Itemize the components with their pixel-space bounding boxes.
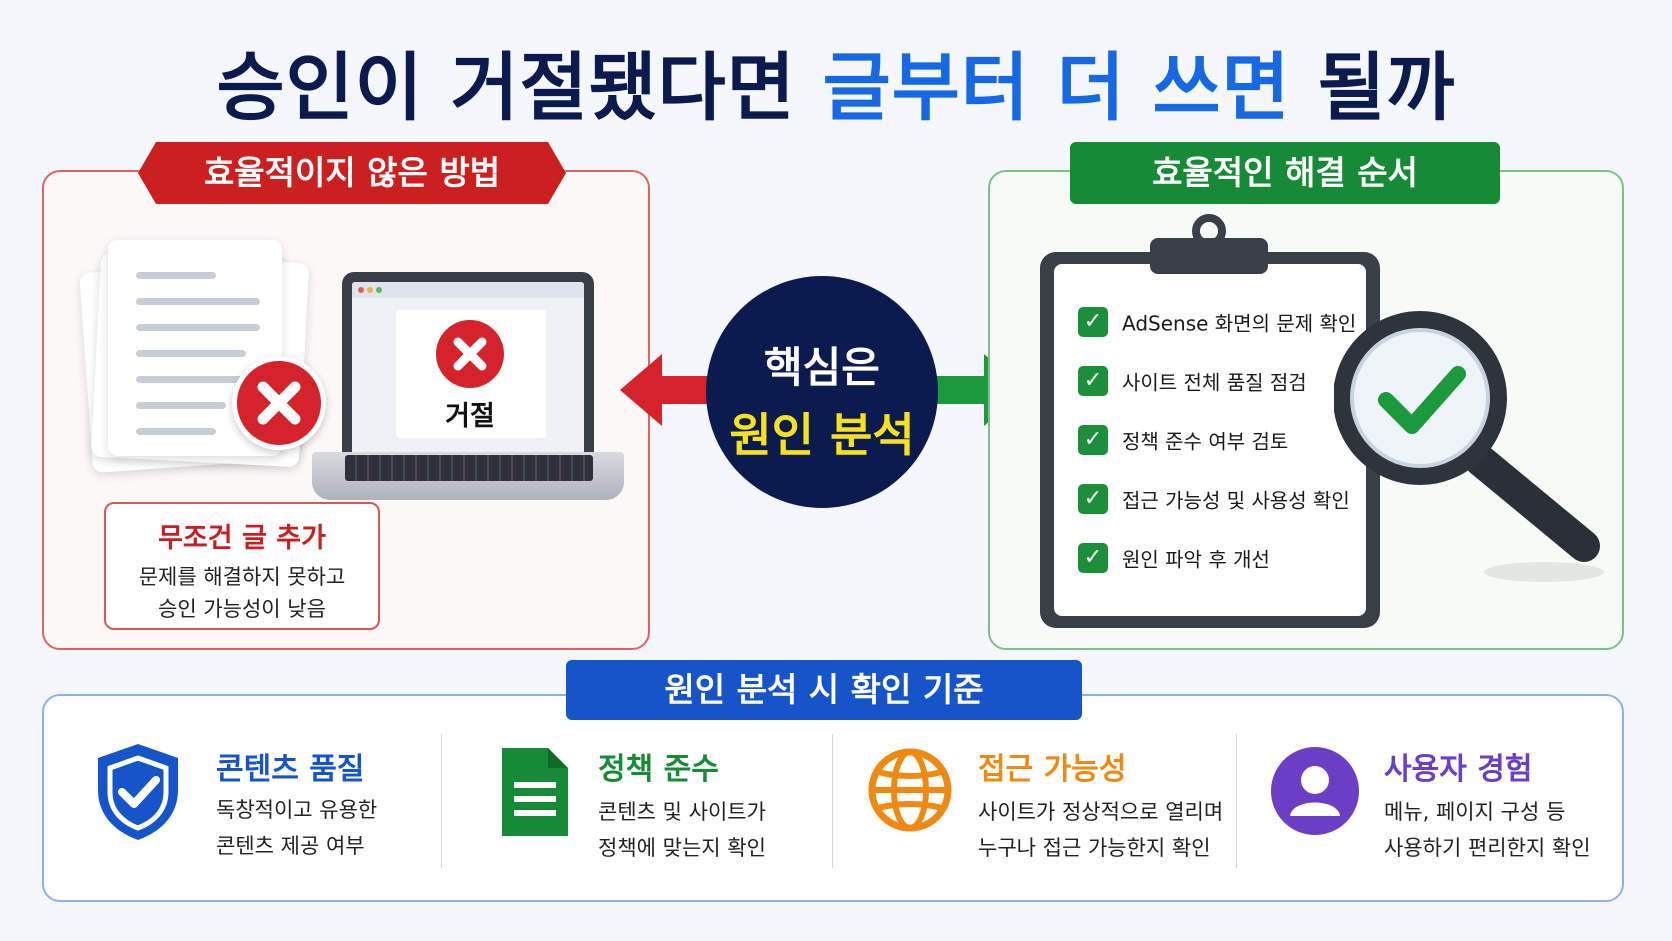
divider [1236,734,1237,868]
user-icon [1271,747,1359,835]
criterion-text: 사이트가 정상적으로 열리며 [978,800,1224,824]
title-part-3: 될까 [1317,45,1456,131]
criteria-banner: 원인 분석 시 확인 기준 [566,660,1082,720]
note-box: 무조건 글 추가 문제를 해결하지 못하고 승인 가능성이 낮음 [104,502,380,630]
title-part-2: 글부터 더 쓰면 [822,45,1291,131]
globe-icon [868,748,952,832]
criterion-title-user-experience: 사용자 경험 [1384,752,1533,787]
divider [441,734,442,868]
checkbox-icon: ✓ [1078,366,1108,396]
document-icon [108,240,282,456]
shield-check-icon [98,744,178,840]
clipboard-clip [1150,238,1268,274]
criterion-text: 콘텐츠 및 사이트가 [598,800,766,824]
page-title: 승인이 거절됐다면 글부터 더 쓰면 될까 [0,28,1672,135]
left-arrow-icon [620,354,720,426]
inefficient-method-banner: 효율적이지 않은 방법 [138,142,566,204]
checklist-item: ✓AdSense 화면의 문제 확인 [1078,307,1356,343]
checklist-item: ✓정책 준수 여부 검토 [1078,425,1288,461]
rejected-icon [436,320,504,388]
note-line-2: 승인 가능성이 낮음 [158,597,326,621]
checkbox-icon: ✓ [1078,484,1108,514]
key-point-circle: 핵심은 원인 분석 [706,276,938,508]
checkbox-icon: ✓ [1078,307,1108,337]
criterion-text: 콘텐츠 제공 여부 [216,834,365,858]
title-part-1: 승인이 거절됐다면 [216,45,796,131]
key-point-line-1: 핵심은 [764,343,880,392]
checklist-item: ✓사이트 전체 품질 점검 [1078,366,1307,402]
note-title: 무조건 글 추가 [158,523,326,554]
magnifier-check-icon [1334,311,1604,582]
checkbox-icon: ✓ [1078,543,1108,573]
efficient-order-banner: 효율적인 해결 순서 [1070,142,1500,204]
divider [832,734,833,868]
criterion-text: 누구나 접근 가능한지 확인 [978,836,1211,860]
checklist-item: ✓원인 파악 후 개선 [1078,543,1270,579]
criterion-title-accessibility: 접근 가능성 [978,752,1127,787]
criterion-title-content-quality: 콘텐츠 품질 [216,752,365,787]
criteria-panel [42,694,1624,902]
criterion-text: 독창적이고 유용한 [216,798,378,822]
document-reject-icon [232,356,326,450]
note-line-1: 문제를 해결하지 못하고 [138,565,346,589]
checkbox-icon: ✓ [1078,425,1108,455]
checklist-item: ✓접근 가능성 및 사용성 확인 [1078,484,1350,520]
criterion-text: 메뉴, 페이지 구성 등 [1384,800,1566,824]
key-point-line-2: 원인 분석 [729,408,915,462]
document-icon [502,748,568,836]
criterion-title-policy: 정책 준수 [598,752,719,787]
criterion-text: 정책에 맞는지 확인 [598,836,766,860]
rejected-label: 거절 [445,401,495,432]
laptop-keyboard [345,455,593,481]
criterion-text: 사용하기 편리한지 확인 [1384,836,1591,860]
